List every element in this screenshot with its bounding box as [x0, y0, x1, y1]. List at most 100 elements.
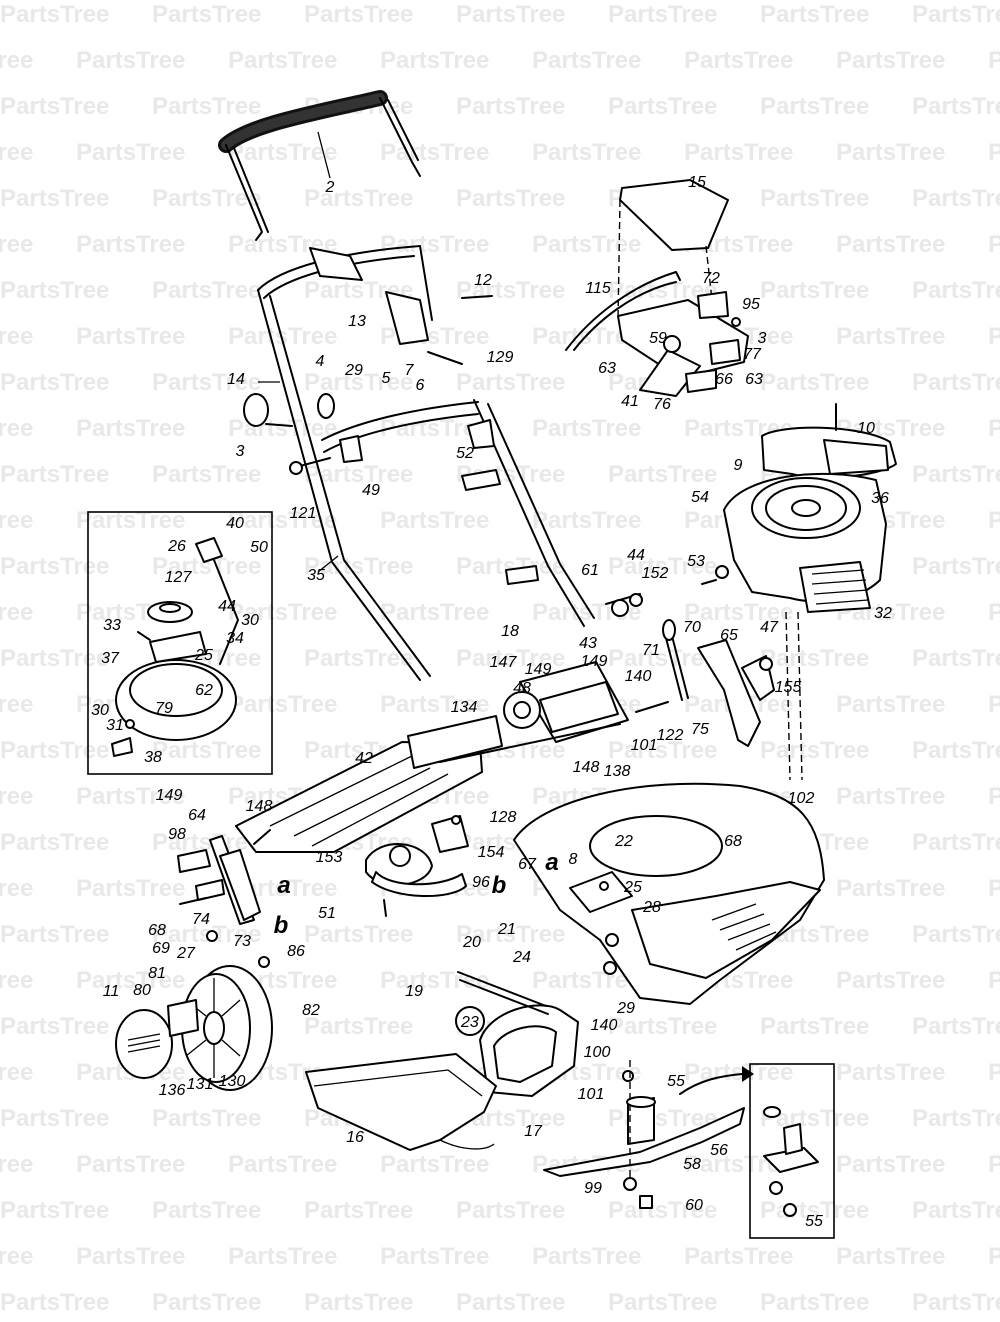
watermark-text: PartsTree — [152, 1289, 261, 1316]
part-number-label: 49 — [362, 482, 380, 499]
connection-callout-letter: a — [545, 849, 558, 876]
part-number-label: 16 — [346, 1129, 364, 1146]
connection-callout-letter: a — [277, 872, 290, 899]
watermark-text: PartsTree — [76, 323, 185, 350]
watermark-text: PartsTree — [912, 1105, 1000, 1132]
upper-handle-grip — [218, 90, 421, 241]
watermark-text: PartsTree — [608, 93, 717, 120]
watermark-text: PartsTree — [380, 967, 489, 994]
watermark-text: PartsTree — [988, 323, 1000, 350]
part-number-label: 71 — [642, 642, 660, 659]
mower-deck — [513, 782, 825, 1005]
inset-part-number-label: 30 — [241, 612, 259, 629]
part-number-label: 72 — [702, 270, 720, 287]
part-number-label: 25 — [623, 879, 642, 896]
watermark-text: PartsTree — [228, 599, 337, 626]
watermark-text: PartsTree — [760, 1, 869, 28]
watermark-text: PartsTree — [304, 1197, 413, 1224]
watermark-text: PartsTree — [152, 369, 261, 396]
watermark-text: PartsTree — [0, 277, 109, 304]
part-number-label: 121 — [290, 505, 317, 522]
inset-detail-box — [87, 511, 273, 775]
watermark-text: PartsTree — [0, 1289, 109, 1316]
part-number-label: 3 — [236, 443, 245, 460]
watermark-text: PartsTree — [0, 737, 109, 764]
watermark-text: PartsTree — [988, 967, 1000, 994]
part-number-label: 70 — [683, 619, 701, 636]
watermark-text: PartsTree — [380, 599, 489, 626]
part-number-label: 36 — [871, 490, 889, 507]
part-number-label: 55 — [805, 1213, 823, 1230]
watermark-text: PartsTree — [228, 139, 337, 166]
inset-part-number-label: 33 — [103, 617, 121, 634]
watermark-text: PartsTree — [760, 737, 869, 764]
watermark-text: PartsTree — [76, 875, 185, 902]
part-number-label: 22 — [614, 833, 633, 850]
watermark-text: PartsTree — [76, 415, 185, 442]
part-number-label: 51 — [318, 905, 336, 922]
connection-callout-letter: b — [274, 912, 289, 939]
part-number-label: 53 — [687, 553, 705, 570]
watermark-text: PartsTree — [0, 1243, 33, 1270]
watermark-text: PartsTree — [76, 139, 185, 166]
watermark-text: PartsTree — [836, 875, 945, 902]
watermark-text: PartsTree — [0, 139, 33, 166]
watermark-text: PartsTree — [684, 139, 793, 166]
part-number-label: 7 — [405, 362, 415, 379]
watermark-text: PartsTree — [988, 1059, 1000, 1086]
part-number-label: 130 — [219, 1073, 246, 1090]
watermark-text: PartsTree — [152, 1197, 261, 1224]
watermark-text: PartsTree — [0, 507, 33, 534]
part-number-label: 69 — [152, 940, 170, 957]
watermark-text: PartsTree — [456, 645, 565, 672]
watermark-text: PartsTree — [912, 277, 1000, 304]
watermark-text: PartsTree — [304, 921, 413, 948]
part-number-label: 140 — [591, 1017, 618, 1034]
watermark-text: PartsTree — [228, 47, 337, 74]
watermark-text: PartsTree — [380, 139, 489, 166]
part-number-label: 63 — [598, 360, 616, 377]
watermark-text: PartsTree — [76, 231, 185, 258]
watermark-text: PartsTree — [304, 1013, 413, 1040]
drive-housing — [235, 661, 629, 853]
part-number-label: 48 — [513, 680, 531, 697]
watermark-text: PartsTree — [988, 507, 1000, 534]
watermark-text: PartsTree — [532, 1243, 641, 1270]
inset-part-number-label: 50 — [250, 539, 268, 556]
watermark-text: PartsTree — [760, 369, 869, 396]
part-number-label: 4 — [316, 353, 325, 370]
watermark-text: PartsTree — [456, 1, 565, 28]
watermark-text: PartsTree — [684, 1243, 793, 1270]
watermark-text: PartsTree — [988, 231, 1000, 258]
inset-part-number-label: 62 — [195, 682, 213, 699]
part-number-label: 131 — [187, 1076, 214, 1093]
watermark-text: PartsTree — [760, 185, 869, 212]
part-number-label: 59 — [649, 330, 667, 347]
inset-part-number-label: 38 — [144, 749, 162, 766]
part-number-label: 61 — [581, 562, 599, 579]
watermark-text: PartsTree — [912, 1197, 1000, 1224]
part-number-label: 67 — [518, 856, 537, 873]
watermark-text: PartsTree — [380, 691, 489, 718]
watermark-text: PartsTree — [76, 1151, 185, 1178]
part-number-label: 148 — [573, 759, 600, 776]
inset-part-number-label: 26 — [167, 538, 186, 555]
watermark-text: PartsTree — [0, 369, 109, 396]
watermark-text: PartsTree — [0, 1059, 33, 1086]
part-number-label: 44 — [627, 547, 645, 564]
watermark-text: PartsTree — [152, 1105, 261, 1132]
engine-assembly — [701, 403, 897, 781]
inset-part-number-label: 79 — [155, 700, 173, 717]
watermark-text: PartsTree — [836, 691, 945, 718]
part-number-label: 32 — [874, 605, 892, 622]
watermark-text: PartsTree — [456, 277, 565, 304]
inset-part-number-label: 37 — [101, 650, 120, 667]
watermark-text: PartsTree — [988, 47, 1000, 74]
watermark-text: PartsTree — [912, 1289, 1000, 1316]
part-number-label: 128 — [490, 809, 517, 826]
watermark-text: PartsTree — [304, 369, 413, 396]
part-number-label: 80 — [133, 982, 151, 999]
watermark-text: PartsTree — [912, 737, 1000, 764]
